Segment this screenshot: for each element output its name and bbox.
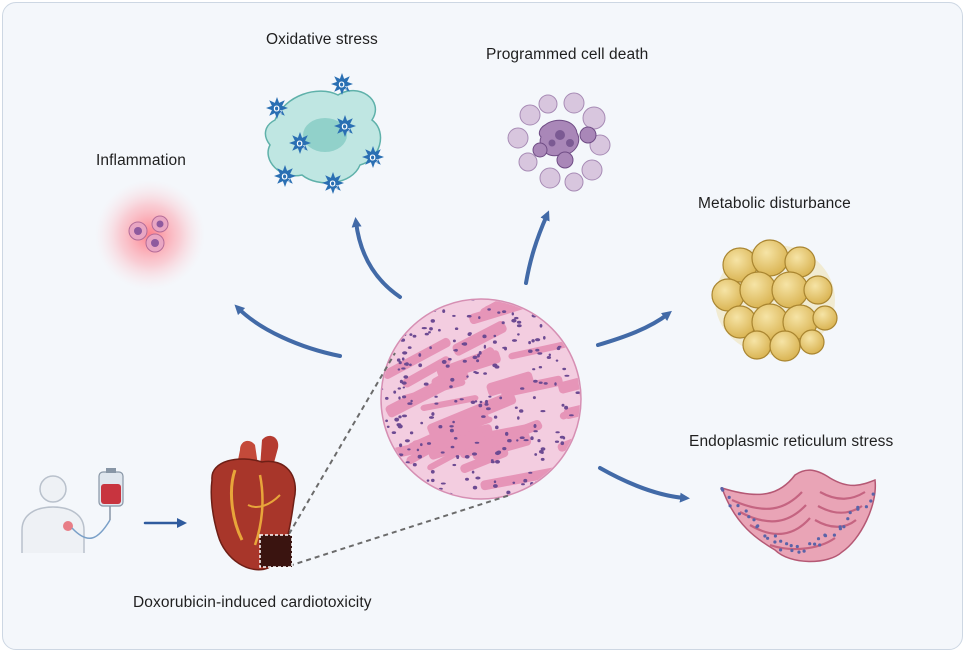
er-stress-illustration	[720, 469, 877, 563]
label-programmed-cell-death: Programmed cell death	[486, 46, 649, 63]
ros-subscript: 2	[348, 128, 351, 134]
fat-cell	[742, 330, 772, 360]
ros-subscript: 2	[303, 145, 306, 151]
label-dox-cardiotoxicity: Doxorubicin-induced cardiotoxicity	[133, 594, 372, 611]
heart-illustration	[210, 435, 296, 571]
ros-subscript: 2	[345, 86, 348, 92]
fat-cell	[803, 275, 833, 305]
ros-symbol: O	[330, 180, 336, 189]
ros-symbol: O	[370, 154, 376, 163]
fat-cell	[751, 239, 789, 277]
ros-subscript: 2	[280, 110, 283, 116]
label-er-stress: Endoplasmic reticulum stress	[689, 433, 894, 450]
ros-subscript: 2	[336, 185, 339, 191]
label-oxidative-stress: Oxidative stress	[266, 31, 378, 48]
fat-cell	[812, 305, 838, 331]
programmed-cell-death-illustration	[507, 92, 611, 192]
ros-subscript: 2	[288, 178, 291, 184]
label-metabolic-disturbance: Metabolic disturbance	[698, 195, 851, 212]
ros-symbol: O	[297, 140, 303, 149]
inflammation-illustration	[95, 180, 205, 290]
oxidative-stress-illustration	[264, 89, 382, 184]
arrows	[143, 210, 690, 528]
patient-iv-illustration	[21, 468, 124, 553]
fat-cell	[739, 271, 777, 309]
fat-cell	[771, 271, 809, 309]
label-inflammation: Inflammation	[96, 152, 186, 169]
ros-symbol: O	[282, 173, 288, 182]
ros-symbol: O	[339, 81, 345, 90]
ros-subscript: 2	[376, 159, 379, 165]
fat-cell	[769, 330, 801, 362]
zoom-lines	[288, 352, 511, 567]
myocardial-tissue-illustration	[380, 298, 582, 500]
fat-cell	[799, 329, 825, 355]
ros-symbol: O	[342, 123, 348, 132]
metabolic-disturbance-illustration	[711, 239, 838, 362]
ros-symbol: O	[274, 105, 280, 114]
